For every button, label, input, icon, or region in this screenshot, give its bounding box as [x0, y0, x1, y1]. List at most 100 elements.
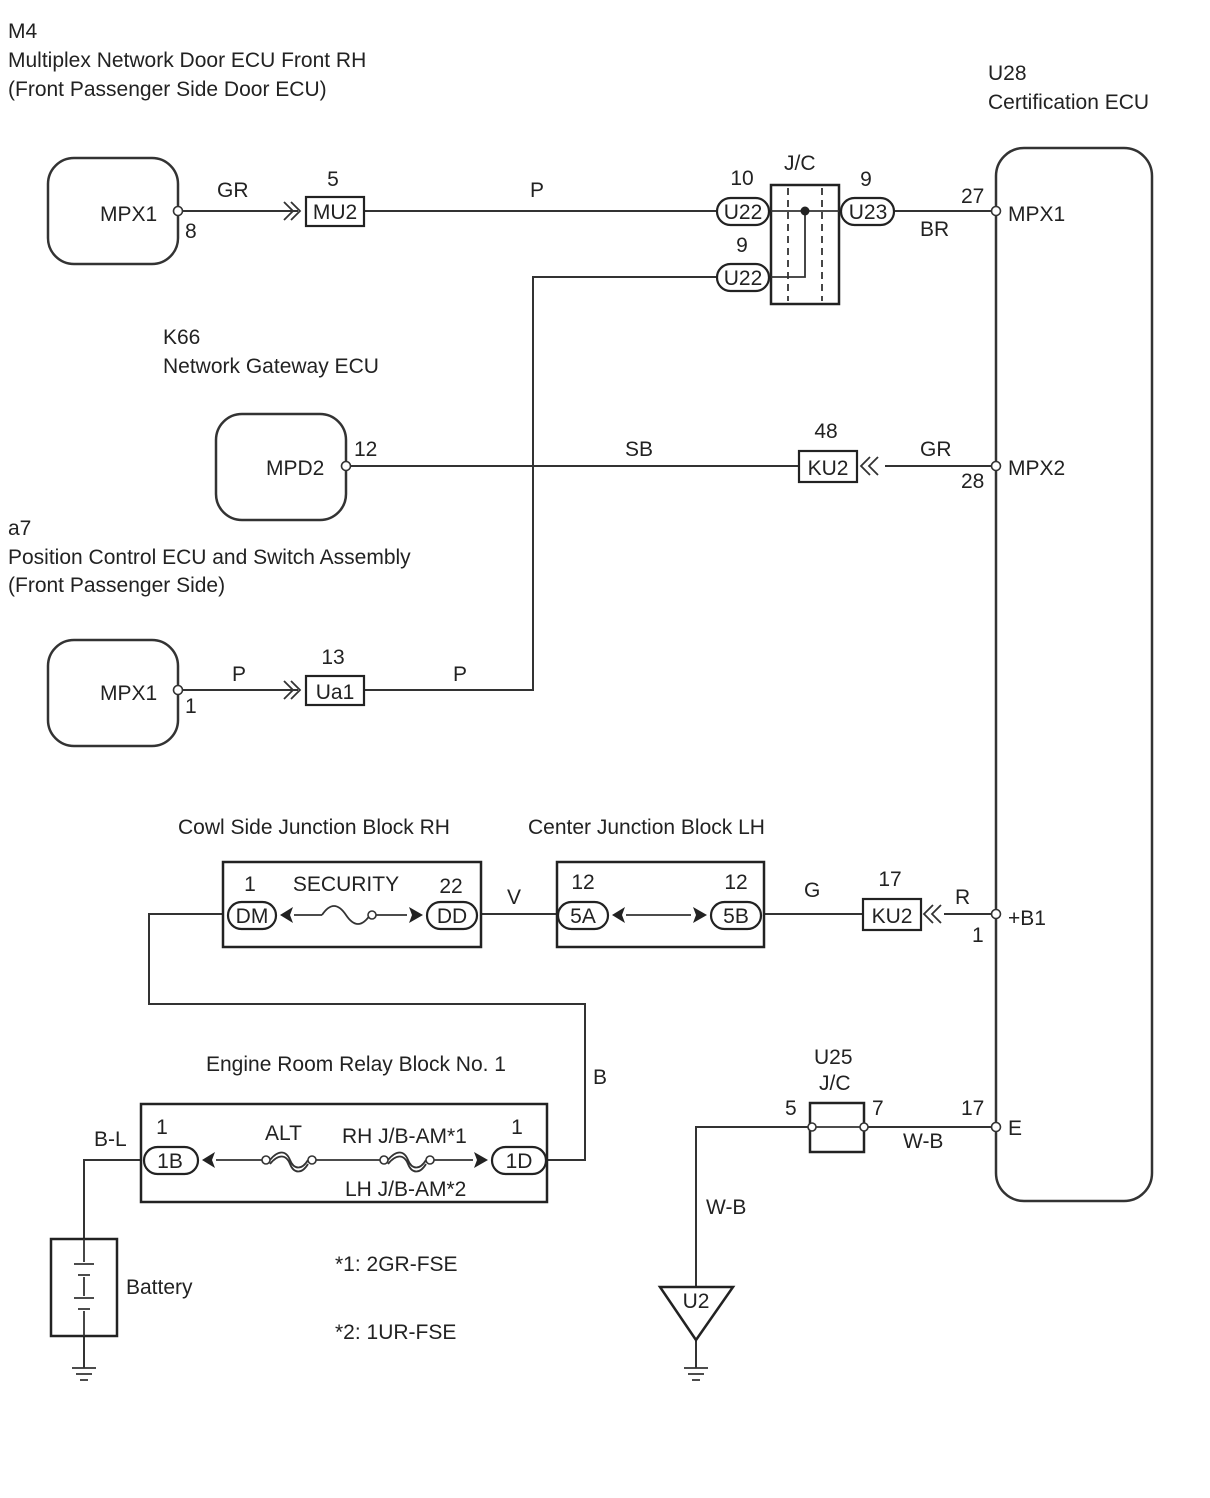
cowl-left-pin: 1: [244, 873, 256, 896]
connector-label: MU2: [313, 201, 357, 224]
fuse-terminal: [367, 910, 377, 920]
jc-u22-bottom-label: U22: [724, 267, 763, 290]
u28-pin-28: 28: [961, 470, 984, 493]
engine-left-pin: 1: [156, 1116, 168, 1139]
cowl-left-arrowhead: [280, 907, 293, 923]
center-left-arrowhead: [612, 907, 625, 923]
jc-u22-bottom-pin: 9: [736, 234, 748, 257]
wire-p-a7: [364, 276, 717, 691]
connector-label: KU2: [808, 457, 849, 480]
connector-pin: 17: [878, 868, 901, 891]
jc-u22-bottom: [715, 262, 771, 293]
m4-pin: 8: [185, 220, 197, 243]
connector-pin: 13: [321, 646, 344, 669]
pin-u28-b1: [990, 908, 1002, 920]
engine-box: [139, 1102, 549, 1204]
u25-pin-7: [859, 1122, 869, 1132]
m4-title: M4 Multiplex Network Door ECU Front RH (…: [8, 20, 366, 101]
wires: [83, 210, 992, 1368]
u28-b1-terminal: +B1: [1008, 907, 1046, 930]
engine-title: Engine Room Relay Block No. 1: [206, 1053, 506, 1076]
battery: Battery: [49, 1237, 193, 1338]
cowl-dd-connector: [425, 900, 479, 931]
center-5a-connector: [556, 900, 610, 931]
u28-pin-27: 27: [961, 185, 984, 208]
am-fuse-terminal-left: [379, 1155, 389, 1165]
m4-sub: (Front Passenger Side Door ECU): [8, 78, 327, 101]
engine-fuse1-label: ALT: [265, 1122, 302, 1145]
connector-mu2: MU2 5: [283, 168, 366, 228]
u25-junction: U25 J/C 5 7: [785, 1046, 884, 1154]
wire-wb-ground: [695, 1126, 810, 1287]
connector-arrow: [283, 201, 302, 221]
jc-junction: J/C U22 10 U22 9 U23 9: [715, 152, 896, 306]
pin-k66: [340, 460, 352, 472]
u25-name: J/C: [819, 1072, 851, 1095]
connector-pin: 5: [327, 168, 339, 191]
pin-u28-mpx1: [990, 205, 1002, 217]
pin-m4: [172, 205, 184, 217]
engine-relay-block: Engine Room Relay Block No. 1 1 1 1B 1D …: [139, 1053, 549, 1204]
connector-box: [304, 674, 366, 707]
engine-fuse2b-label: LH J/B-AM*2: [345, 1178, 466, 1201]
ground-u2: U2: [657, 1285, 736, 1381]
u25-code: U25: [814, 1046, 853, 1069]
cowl-title: Cowl Side Junction Block RH: [178, 816, 450, 839]
wire-label-p: P: [530, 179, 544, 202]
u28-ecu-box: [994, 146, 1154, 1203]
alt-fuse-terminal-left: [261, 1155, 271, 1165]
connector-label: Ua1: [316, 681, 355, 704]
connector-box: [861, 897, 923, 932]
center-5b-connector: [709, 900, 763, 931]
wire-label-br: BR: [920, 218, 949, 241]
wire-label-p2: P: [232, 663, 246, 686]
u25-pin-left-label: 5: [785, 1097, 797, 1120]
cowl-dm-label: DM: [236, 905, 269, 928]
a7-terminal: MPX1: [100, 682, 157, 705]
connector-pin: 48: [814, 420, 837, 443]
jc-u22-top-label: U22: [724, 201, 763, 224]
jc-u23-pin: 9: [860, 168, 872, 191]
pin-u28-e: [990, 1121, 1002, 1133]
cowl-right-arrowhead: [409, 907, 423, 923]
u25-pin-5: [807, 1122, 817, 1132]
connector-label: KU2: [872, 905, 913, 928]
alt-fuse-terminal-right: [307, 1155, 317, 1165]
u28-mpx1-terminal: MPX1: [1008, 203, 1065, 226]
wire-label-wb1: W-B: [903, 1130, 943, 1153]
k66-title: K66 Network Gateway ECU: [163, 326, 379, 378]
ground-icon-battery: [72, 1367, 96, 1381]
a7-title: a7 Position Control ECU and Switch Assem…: [8, 517, 411, 597]
engine-right-arrowhead: [474, 1152, 488, 1168]
ground-point-label: U2: [683, 1290, 710, 1313]
wire-label-gr2: GR: [920, 438, 952, 461]
ground-point-triangle: [657, 1285, 736, 1343]
u28-name: Certification ECU: [988, 91, 1149, 114]
center-left-pin: 12: [571, 871, 594, 894]
engine-1d-label: 1D: [506, 1150, 533, 1173]
k66-terminal: MPD2: [266, 457, 324, 480]
center-junction-block: Center Junction Block LH 12 12 5A 5B: [528, 816, 766, 949]
u28-title: U28 Certification ECU: [988, 62, 1149, 114]
center-right-pin: 12: [724, 871, 747, 894]
connector-arrow: [859, 456, 879, 476]
u25-pin-right-label: 7: [872, 1097, 884, 1120]
pin-u28-mpx2: [990, 460, 1002, 472]
m4-code: M4: [8, 20, 37, 43]
u28-pin-17: 17: [961, 1097, 984, 1120]
cowl-dm-connector: [226, 900, 278, 931]
u28-pin-1: 1: [972, 924, 984, 947]
m4-terminal: MPX1: [100, 203, 157, 226]
cowl-junction-block: Cowl Side Junction Block RH 1 22 SECURIT…: [178, 816, 483, 949]
ground-icon: [72, 1367, 96, 1381]
jc-splice-dot: [800, 206, 810, 216]
k66-pin: 12: [354, 438, 377, 461]
k66-code: K66: [163, 326, 200, 349]
engine-1d-connector: [490, 1145, 548, 1176]
jc-u23: [839, 196, 896, 227]
cowl-dd-label: DD: [437, 905, 467, 928]
wire-label-g: G: [804, 879, 820, 902]
jc-dashes: [787, 188, 823, 301]
battery-label: Battery: [126, 1276, 193, 1299]
